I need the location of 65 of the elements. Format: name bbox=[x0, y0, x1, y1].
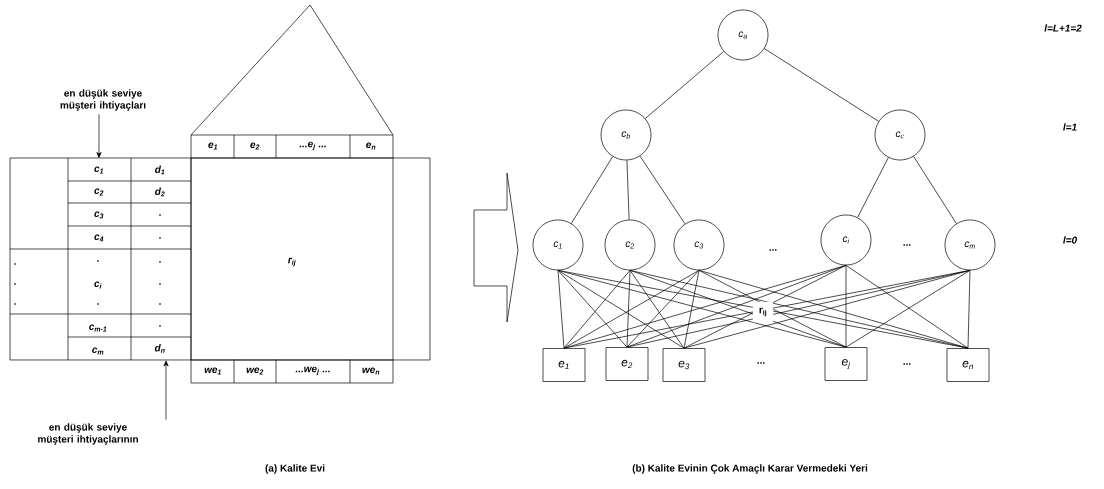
table-entry: c$_{m-1}$ bbox=[89, 324, 107, 332]
table-entry: we$_{1}$ bbox=[204, 367, 221, 375]
table-entry: ...we$_{j}$ ... bbox=[295, 366, 330, 376]
table-entry: d$_{1}$ bbox=[155, 165, 165, 175]
connector-line bbox=[639, 155, 686, 225]
connector-line bbox=[626, 270, 631, 348]
connector-line bbox=[764, 48, 879, 122]
connector-line bbox=[857, 157, 889, 218]
dot-mark: . bbox=[14, 303, 16, 305]
dot-mark: . bbox=[159, 283, 161, 285]
level-label: l=L+1=2 bbox=[1044, 24, 1082, 32]
arrow bbox=[96, 114, 102, 158]
connector-line bbox=[629, 270, 685, 349]
element-box: e$_{n}$ bbox=[946, 348, 990, 382]
ellipsis: ... bbox=[769, 249, 777, 251]
connector-line bbox=[571, 156, 614, 224]
table-entry: d$_{2}$ bbox=[155, 187, 165, 197]
ellipsis: ... bbox=[903, 244, 911, 246]
table-entry: c$_{4}$ bbox=[94, 234, 104, 242]
connector-line bbox=[644, 51, 725, 119]
table-entry: we$_{n}$ bbox=[362, 367, 380, 375]
dot-mark: . bbox=[159, 214, 161, 216]
dot-mark: . bbox=[97, 260, 99, 262]
dot-mark: . bbox=[159, 303, 161, 305]
table-entry: e$_{1}$ bbox=[208, 142, 218, 150]
connector-line bbox=[626, 270, 700, 348]
connector-line bbox=[557, 270, 565, 349]
annotation-text: en düşük seviye müşteri ihtiyaçları bbox=[60, 89, 146, 111]
dot-mark: . bbox=[97, 303, 99, 305]
connector-line bbox=[626, 159, 630, 220]
level-label: l=0 bbox=[1063, 236, 1077, 244]
level-label: l=1 bbox=[1063, 123, 1077, 131]
connector-line bbox=[913, 156, 957, 224]
arrow bbox=[163, 360, 169, 420]
element-box: e$_{2}$ bbox=[605, 347, 649, 381]
dot-mark: . bbox=[159, 237, 161, 239]
ellipsis: ... bbox=[757, 362, 765, 364]
relation-label: r$_{ij}$ bbox=[752, 301, 774, 323]
figure-caption: (a) Kalite Evi bbox=[265, 464, 325, 474]
dot-mark: . bbox=[159, 325, 161, 327]
annotation-text: en düşük seviye müşteri ihtiyaçlarının bbox=[38, 423, 138, 445]
dot-mark: . bbox=[14, 263, 16, 265]
element-box: e$_{1}$ bbox=[542, 348, 586, 382]
connector-line bbox=[698, 270, 847, 348]
table-entry: c$_{m}$ bbox=[92, 347, 104, 355]
matrix-entry: r$_{ij}$ bbox=[288, 257, 296, 267]
ellipsis: ... bbox=[903, 363, 911, 365]
connector-line bbox=[683, 270, 700, 349]
figure-caption: (b) Kalite Evinin Çok Amaçlı Karar Vermedeki Yeri bbox=[632, 464, 868, 474]
connector-line bbox=[845, 265, 847, 348]
connector-line bbox=[683, 265, 847, 349]
table-entry: ...e$_{j}$ ... bbox=[299, 141, 326, 151]
dot-mark: . bbox=[14, 283, 16, 285]
element-box: e$_{j}$ bbox=[824, 347, 868, 381]
table-entry: d$_{n}$ bbox=[154, 344, 165, 353]
table-entry: we$_{2}$ bbox=[246, 367, 264, 375]
table-entry: e$_{2}$ bbox=[250, 142, 260, 150]
dot-mark: . bbox=[159, 261, 161, 263]
connector-line bbox=[967, 270, 971, 349]
element-box: e$_{3}$ bbox=[662, 348, 706, 382]
table-entry: c$_{3}$ bbox=[94, 211, 104, 219]
table-entry: c$_{1}$ bbox=[94, 166, 104, 174]
table-entry: c$_{i}$ bbox=[94, 281, 102, 289]
table-entry: e$_{n}$ bbox=[366, 142, 376, 150]
table-entry: c$_{2}$ bbox=[94, 188, 104, 196]
